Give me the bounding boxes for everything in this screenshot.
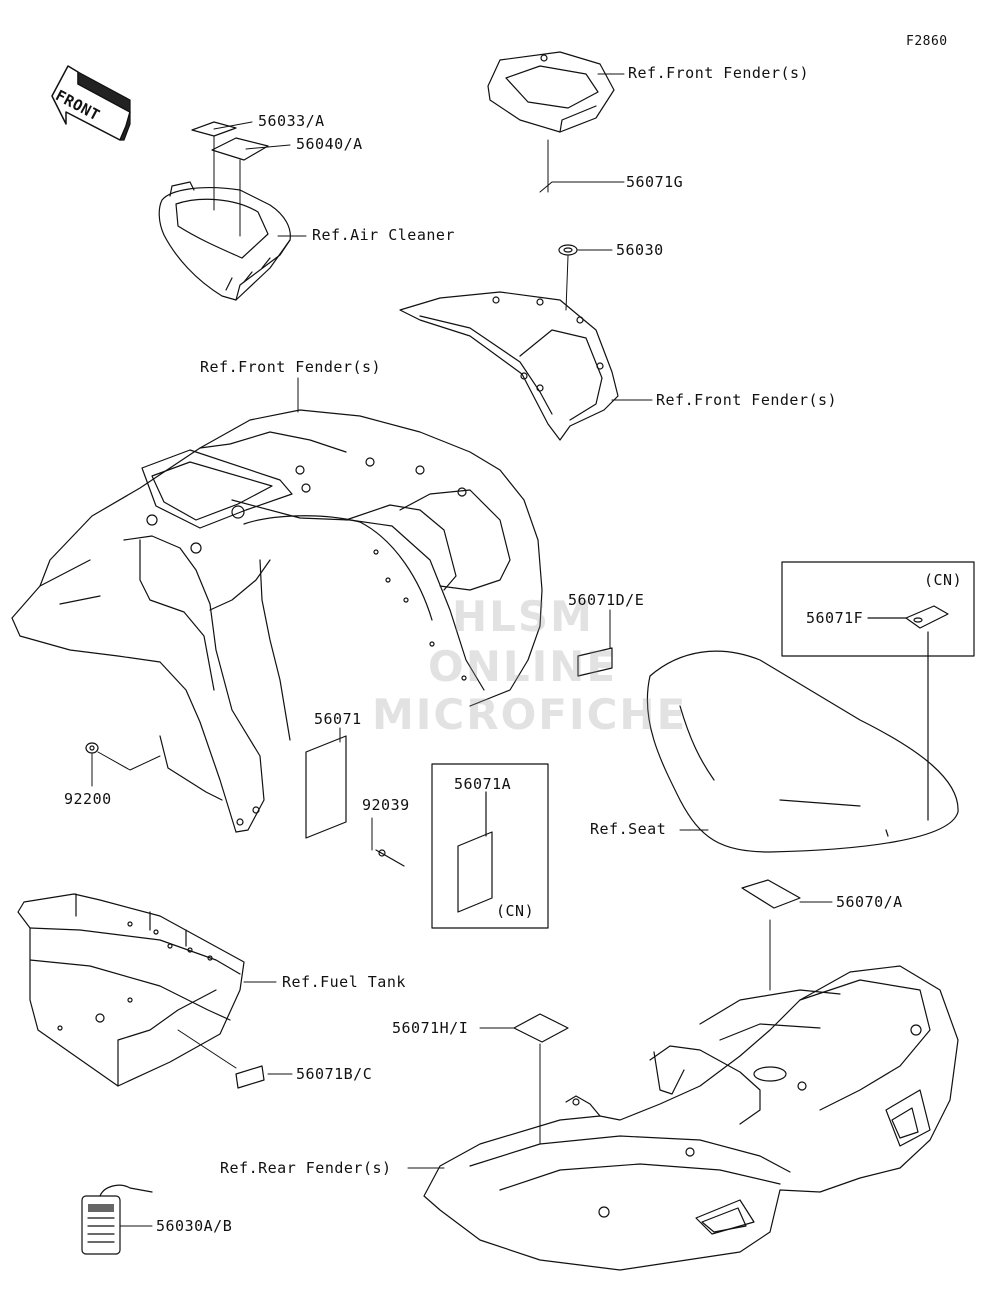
leader-lines-92200 bbox=[91, 751, 161, 787]
front-arrow-icon bbox=[51, 65, 131, 141]
leader-lines-front-fender bbox=[297, 377, 611, 649]
figure-id: F2860 bbox=[906, 34, 948, 49]
label-56030: 56030 bbox=[616, 241, 664, 259]
label-56071hi: 56071H/I bbox=[392, 1019, 469, 1037]
front-fender-cover-part bbox=[487, 51, 615, 133]
air-cleaner-cover-part bbox=[158, 181, 291, 301]
decal-56071bc-part bbox=[235, 1065, 265, 1089]
leader-lines-56030 bbox=[565, 249, 653, 401]
watermark-line-1: HLSM bbox=[452, 592, 594, 641]
label-56040: 56040/A bbox=[296, 135, 363, 153]
seat-part bbox=[646, 650, 959, 853]
fuel-tank-cover-part bbox=[17, 893, 245, 1087]
cn-box-56071f bbox=[781, 561, 975, 821]
label-56071de: 56071D/E bbox=[568, 591, 645, 609]
card-56030ab-part bbox=[81, 1184, 153, 1255]
decal-56040-part bbox=[211, 137, 269, 161]
label-56071a: 56071A bbox=[454, 775, 512, 793]
label-56071g: 56071G bbox=[626, 173, 684, 191]
label-ref-rear-fender: Ref.Rear Fender(s) bbox=[220, 1159, 392, 1177]
label-92200: 92200 bbox=[64, 790, 112, 808]
label-56070: 56070/A bbox=[836, 893, 903, 911]
decal-56071hi-part bbox=[513, 1013, 569, 1043]
watermark-line-2: ONLINE bbox=[428, 642, 618, 691]
leader-lines-56070 bbox=[769, 901, 833, 991]
rear-fender-assembly-part bbox=[423, 965, 959, 1271]
label-56033: 56033/A bbox=[258, 112, 325, 130]
label-ref-seat: Ref.Seat bbox=[590, 820, 667, 838]
watermark-line-3: MICROFICHE bbox=[372, 690, 688, 739]
label-ref-front-fender-top: Ref.Front Fender(s) bbox=[628, 64, 810, 82]
grommet-92200-part bbox=[85, 742, 99, 754]
label-ref-front-fender-mid: Ref.Front Fender(s) bbox=[656, 391, 838, 409]
front-fender-assembly-part bbox=[11, 409, 543, 833]
clip-92039-part bbox=[375, 849, 405, 867]
decal-56071de-part bbox=[577, 647, 613, 677]
leader-lines-56071 bbox=[339, 727, 373, 851]
label-56071bc: 56071B/C bbox=[296, 1065, 373, 1083]
leader-lines-air-cleaner bbox=[213, 121, 307, 237]
label-56071f: 56071F bbox=[806, 609, 864, 627]
label-cn-mid: (CN) bbox=[496, 902, 535, 920]
label-cn-top: (CN) bbox=[924, 571, 963, 589]
grommet-56030-part bbox=[558, 244, 578, 256]
leader-lines-top-fender bbox=[539, 73, 625, 193]
decal-56033-part bbox=[191, 121, 237, 137]
leader-lines-56071hi bbox=[479, 1027, 541, 1145]
front-fender-inner-panel-part bbox=[399, 291, 619, 441]
label-ref-air-cleaner: Ref.Air Cleaner bbox=[312, 226, 455, 244]
leader-lines-fuel-tank bbox=[177, 981, 293, 1075]
decal-56070-part bbox=[741, 879, 801, 909]
label-56030ab: 56030A/B bbox=[156, 1217, 233, 1235]
label-92039: 92039 bbox=[362, 796, 410, 814]
decal-56071-part bbox=[305, 735, 347, 839]
label-ref-front-fender-left: Ref.Front Fender(s) bbox=[200, 358, 382, 376]
cn-box-56071a bbox=[431, 763, 549, 929]
label-ref-fuel-tank: Ref.Fuel Tank bbox=[282, 973, 406, 991]
label-56071: 56071 bbox=[314, 710, 362, 728]
